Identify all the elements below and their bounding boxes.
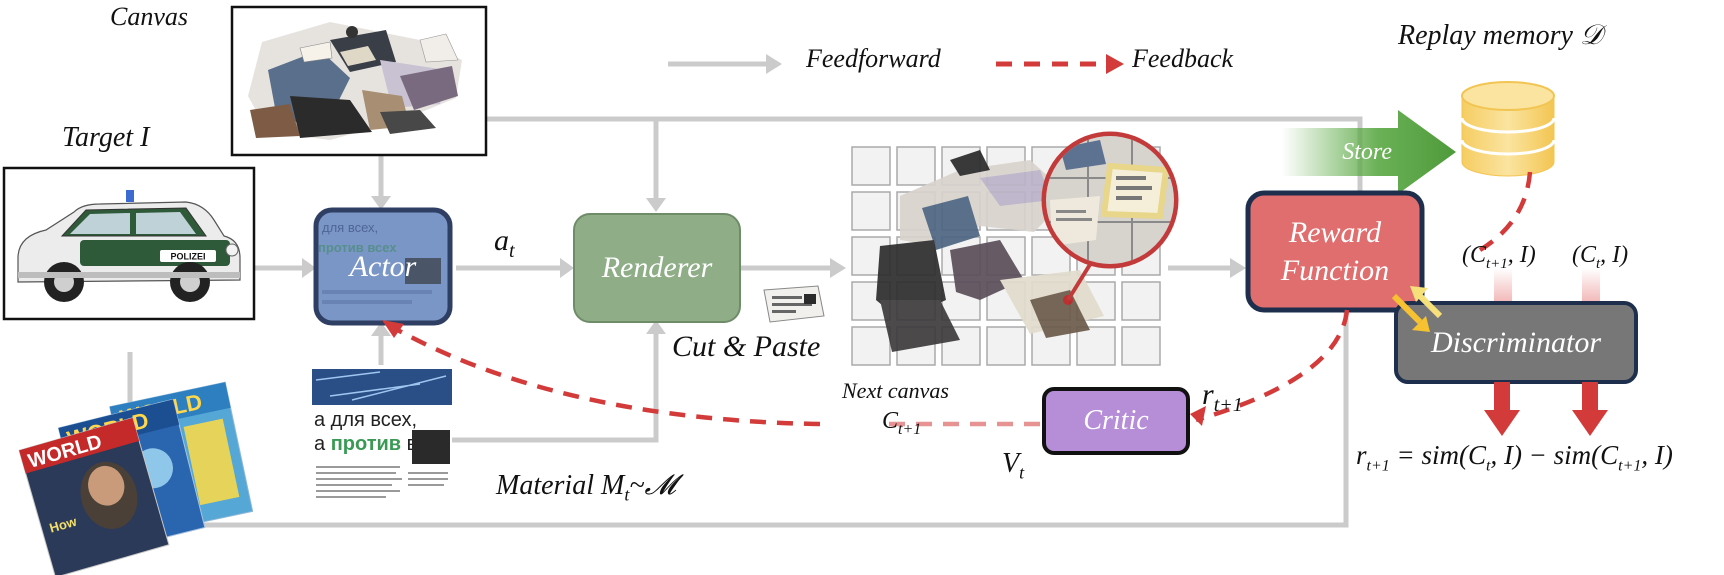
- grid-patch: [896, 146, 936, 186]
- discriminator-output-arrows: [1484, 382, 1608, 436]
- renderer-box: [573, 213, 741, 323]
- value-symbol: Vt: [1002, 448, 1025, 483]
- grid-patch: [851, 146, 891, 186]
- legend-feedforward-label: Feedforward: [806, 44, 941, 73]
- actor-texture: для всех, против всех: [316, 210, 450, 323]
- feedback-lines: [392, 171, 1533, 427]
- legend-feedforward-arrowhead: [766, 54, 782, 74]
- feedforward-arrowheads: [302, 196, 1246, 336]
- cut-piece: [763, 285, 825, 323]
- legend-feedback-label: Feedback: [1132, 44, 1234, 73]
- reward-symbol: rt+1: [1202, 378, 1243, 416]
- actor-overlay-line1: для всех,: [322, 220, 378, 235]
- magnifier: [1041, 131, 1179, 302]
- material-image: а для всех, а против всех: [312, 369, 452, 505]
- next-canvas-label: Next canvas: [842, 378, 949, 403]
- reward-label-line2: Function: [1280, 253, 1390, 287]
- canvas-collage: [248, 22, 462, 140]
- target-label: Target I: [62, 122, 150, 153]
- pair-fade-bars: [1494, 268, 1600, 302]
- reward-discriminator-exchange-arrows: [1391, 286, 1443, 332]
- replay-memory-cylinder: [1460, 81, 1556, 177]
- canvas-label: Canvas: [110, 2, 188, 31]
- cut-paste-label: Cut & Paste: [672, 330, 821, 363]
- reward-function-label: Reward Function: [1248, 193, 1422, 310]
- store-label: Store: [1342, 138, 1392, 165]
- critic-label: Critic: [1083, 405, 1149, 436]
- police-car: POLIZEI: [17, 190, 241, 302]
- next-canvas-to-actor-feedback: [392, 326, 821, 427]
- pair-current-canvas: (Ct, I): [1572, 242, 1629, 272]
- reward-to-critic-feedback: [1195, 309, 1350, 423]
- canvas-image: [230, 5, 488, 157]
- replay-memory-label: Replay memory 𝒟: [1398, 20, 1603, 51]
- actor-box: для всех, против всех: [313, 207, 453, 326]
- material-line1: а для всех,: [314, 409, 417, 431]
- discriminator-box: [1394, 301, 1638, 384]
- material-label: Material Mt~𝓜: [496, 470, 676, 505]
- renderer-label: Renderer: [601, 251, 713, 284]
- grid-patch: [851, 326, 891, 366]
- reward-label-line1: Reward: [1288, 216, 1382, 249]
- feedback-arrowheads: [382, 320, 1206, 426]
- pair-next-canvas: (Ct+1, I): [1462, 242, 1536, 272]
- action-symbol: at: [494, 224, 515, 262]
- grid-patch: [1121, 326, 1161, 366]
- grid-collage: [876, 150, 1104, 352]
- canvas-to-reward-line: [486, 116, 1363, 205]
- police-label: POLIZEI: [170, 252, 205, 262]
- critic-box: [1042, 387, 1190, 455]
- actor-label: Actor: [349, 249, 417, 283]
- discriminator-label: Discriminator: [1430, 325, 1601, 359]
- target-image: POLIZEI: [2, 166, 256, 321]
- grid-patch: [851, 191, 891, 231]
- grid-patch: [1076, 326, 1116, 366]
- magazines-image: WORLD WORLD WORLD How: [18, 381, 254, 575]
- legend-feedback-arrowhead: [1106, 54, 1124, 74]
- store-arrow: [1282, 110, 1456, 194]
- legend: [668, 54, 1124, 74]
- material-to-renderer-line: [450, 320, 659, 443]
- grid-patch: [986, 326, 1026, 366]
- actor-overlay-line2: против всех: [318, 240, 397, 255]
- reward-function-box: [1245, 190, 1425, 313]
- reward-equation: rt+1 = sim(Ct, I) − sim(Ct+1, I): [1356, 440, 1673, 475]
- replay-to-reward-feedback: [1478, 171, 1533, 252]
- grid-patch: [1121, 281, 1161, 321]
- next-canvas-symbol: Ct+1: [882, 408, 922, 438]
